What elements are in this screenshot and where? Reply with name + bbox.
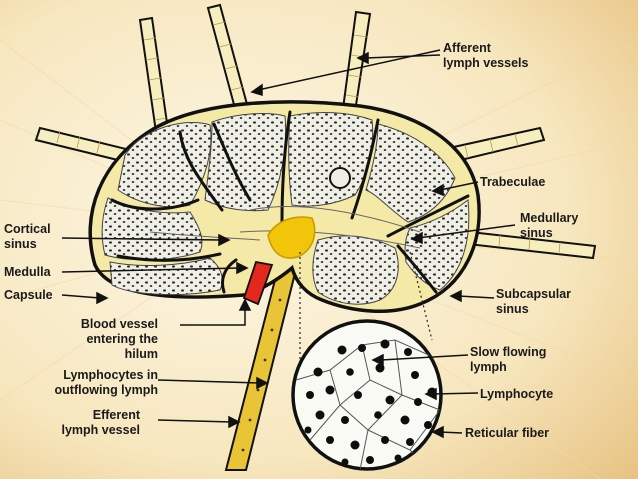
label-efferent-2: lymph vessel [61,423,140,437]
germinal-center [329,167,351,189]
blood-vessel [242,260,274,306]
label-slow-1: Slow flowing [470,345,546,359]
hilum [267,216,316,259]
label-reticular: Reticular fiber [465,426,549,440]
label-trabeculae: Trabeculae [480,175,545,189]
label-lymphocytes-2: outflowing lymph [55,383,158,397]
lymphocytes [304,339,437,466]
afferent-vessel-bands [56,21,561,255]
label-lymphocyte: Lymphocyte [480,387,553,401]
label-subcapsular-2: sinus [496,302,529,316]
magnification-lines [299,251,433,360]
labels: Afferent lymph vessels Trabeculae Medull… [4,41,578,440]
medullary-sinus-lines [149,205,421,249]
label-medulla: Medulla [4,265,52,279]
label-efferent-1: Efferent [93,408,141,422]
label-blood-3: hilum [125,347,158,361]
label-lymphocytes-1: Lymphocytes in [63,368,158,382]
label-medullary-2: sinus [520,226,553,240]
label-slow-2: lymph [470,360,507,374]
label-blood-1: Blood vessel [81,317,158,331]
label-subcapsular-1: Subcapsular [496,287,571,301]
label-cortical-2: sinus [4,237,37,251]
label-afferent-1: Afferent [443,41,492,55]
magnified-view [291,319,443,471]
leader-lines [61,49,516,439]
trabeculae [110,110,470,294]
label-capsule: Capsule [4,288,53,302]
label-medullary-1: Medullary [520,211,578,225]
label-afferent-2: lymph vessels [443,56,529,70]
label-blood-2: entering the [86,332,158,346]
label-cortical-1: Cortical [4,222,51,236]
